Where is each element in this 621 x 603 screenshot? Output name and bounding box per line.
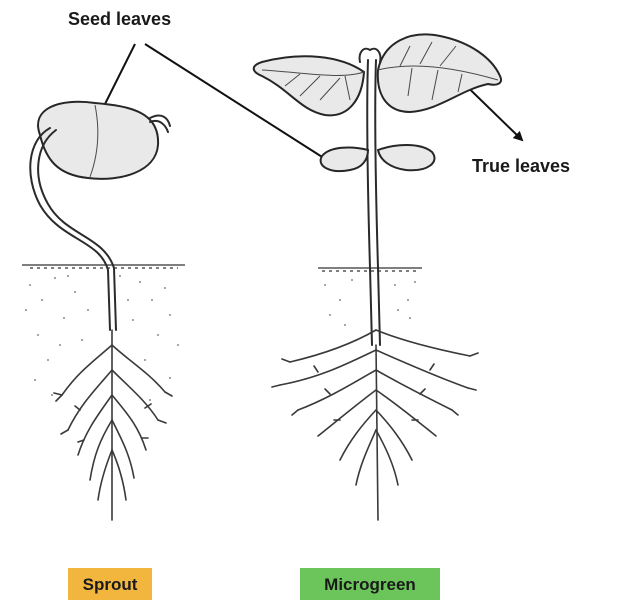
- sprout-tag: Sprout: [68, 568, 152, 600]
- sprout-roots: [54, 330, 172, 520]
- microgreen-roots: [272, 330, 478, 520]
- microgreen-plant: [254, 34, 501, 520]
- sprout-tag-label: Sprout: [83, 575, 138, 594]
- microgreen-tag-label: Microgreen: [324, 575, 416, 594]
- true-leaves-label: True leaves: [472, 156, 570, 176]
- microgreen-stem: [367, 60, 372, 345]
- sprout-plant: [22, 102, 185, 520]
- microgreen-seed-leaf-left: [321, 148, 368, 172]
- microgreen-seed-leaf-right: [378, 145, 434, 170]
- microgreen-tag: Microgreen: [300, 568, 440, 600]
- seed-leaves-label: Seed leaves: [68, 9, 171, 29]
